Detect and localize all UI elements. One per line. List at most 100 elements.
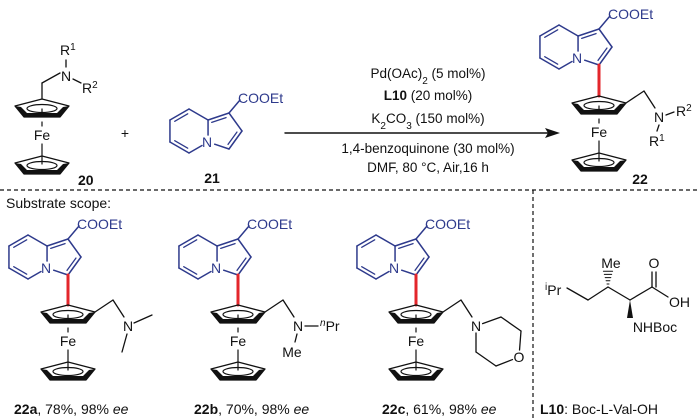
condition-catalyst-part: (5 mol%) — [428, 66, 486, 81]
oxygen-label: O — [649, 255, 660, 271]
ch2-bond — [442, 299, 462, 313]
nhboc-label: NHBoc — [633, 319, 677, 335]
bond — [539, 57, 560, 70]
bond — [598, 28, 613, 48]
bond — [566, 287, 589, 301]
plus-sign-part: + — [121, 125, 129, 141]
cp-ring-front-edge — [211, 312, 265, 323]
double-bond — [544, 29, 559, 38]
bond — [237, 256, 252, 276]
ester-label-part: COOEt — [77, 216, 122, 232]
ester-label-part: COOEt — [247, 216, 292, 232]
bond — [577, 28, 600, 37]
r2-label-part: 2 — [686, 103, 692, 114]
ligand-label: L10: Boc-L-Val-OH — [540, 401, 658, 417]
bond — [558, 60, 573, 70]
amine-n-label: N — [654, 109, 664, 125]
double-bond — [50, 242, 66, 250]
substrate-label-part: ee — [294, 401, 310, 417]
double-bond — [220, 242, 236, 250]
double-bond — [183, 266, 198, 275]
ester-bond — [415, 225, 428, 240]
r1-label-part: R — [60, 42, 70, 58]
r1-label-part: 1 — [70, 42, 76, 53]
bond — [415, 256, 430, 276]
double-bond — [66, 257, 77, 272]
isopropyl-label-part: i — [545, 282, 547, 293]
amine-n-label-part: N — [61, 68, 71, 84]
cp-aromatic-circle — [583, 157, 615, 168]
arrow-head — [545, 128, 560, 138]
condition-solvent: DMF, 80 °C, Air,16 h — [367, 160, 489, 175]
npropyl-label: nPr — [320, 318, 340, 335]
indolizine-n-label-part: N — [202, 134, 212, 150]
fe-label-part: Fe — [230, 333, 247, 349]
cp-ring-top — [388, 304, 444, 324]
double-bond — [361, 266, 376, 275]
oxygen-label-part: O — [649, 255, 660, 271]
hydroxyl-label-part: OH — [669, 294, 690, 310]
bond — [222, 269, 239, 276]
amine-n-label: N — [293, 318, 303, 334]
bond — [27, 270, 42, 280]
cp-ring-top — [571, 95, 627, 115]
double-bond — [174, 113, 189, 122]
bond — [207, 112, 230, 121]
condition-base-part: 3 — [406, 121, 412, 132]
n-r2-bond — [72, 78, 82, 84]
methyl-label-part: Me — [601, 255, 621, 271]
indolizine-n-label: N — [41, 260, 51, 276]
ring-bond — [475, 351, 497, 367]
condition-catalyst: Pd(OAc)2 (5 mol%) — [370, 66, 485, 87]
ch2-bond — [643, 90, 656, 109]
isopropyl-label: iPr — [545, 282, 562, 299]
double-bond — [581, 32, 597, 40]
ch2-bond — [41, 72, 61, 84]
condition-ligand: L10 (20 mol%) — [384, 88, 473, 103]
cp-ring-bottom — [14, 155, 70, 175]
compound-number-20: 20 — [78, 172, 94, 188]
reaction-arrow — [284, 128, 560, 138]
substrate-scope-title: Substrate scope: — [6, 195, 111, 211]
fe-label: Fe — [60, 333, 77, 349]
amine-n-label-part: N — [471, 318, 481, 334]
cp-ring-top — [40, 304, 96, 324]
ester-label-part: COOEt — [425, 216, 470, 232]
ester-bond — [67, 225, 80, 240]
bond — [558, 24, 579, 37]
r2-label-part: R — [82, 80, 92, 96]
fe-label-part: Fe — [60, 333, 77, 349]
substrate-label: 22c, 61%, 98% ee — [382, 401, 497, 417]
r2-label-part: 2 — [92, 80, 98, 91]
indolizine-n-label-part: N — [41, 260, 51, 276]
bond — [216, 238, 239, 247]
condition-base: K2CO3 (150 mol%) — [371, 111, 484, 132]
double-bond — [398, 242, 414, 250]
compound-number-22-part: 22 — [632, 171, 648, 187]
substrate-scope-title-part: Substrate scope: — [6, 195, 111, 211]
bond — [375, 270, 390, 280]
fe-label: Fe — [34, 127, 51, 143]
cp-ring-front-edge — [15, 106, 69, 117]
methyl-bond — [294, 333, 298, 343]
indolizine-n-label: N — [211, 260, 221, 276]
methyl-label-part: Me — [282, 344, 302, 360]
n-r2-bond — [665, 111, 675, 116]
cp-ring-bottom — [388, 361, 444, 381]
indolizine-n-label: N — [572, 50, 582, 66]
ligand-label-part: : Boc-L-Val-OH — [564, 401, 658, 417]
ester-label: COOEt — [77, 216, 122, 232]
cp-ring-front-edge — [41, 312, 95, 323]
cp-ring-front-edge — [572, 160, 626, 171]
bond — [356, 267, 377, 280]
double-bond — [13, 239, 28, 248]
bond — [178, 234, 199, 247]
substrate-label-part: , 70%, 98% — [218, 401, 294, 417]
condition-base-part: CO — [386, 111, 406, 126]
n-r1-bond — [656, 124, 660, 132]
methyl-bond — [133, 314, 153, 324]
